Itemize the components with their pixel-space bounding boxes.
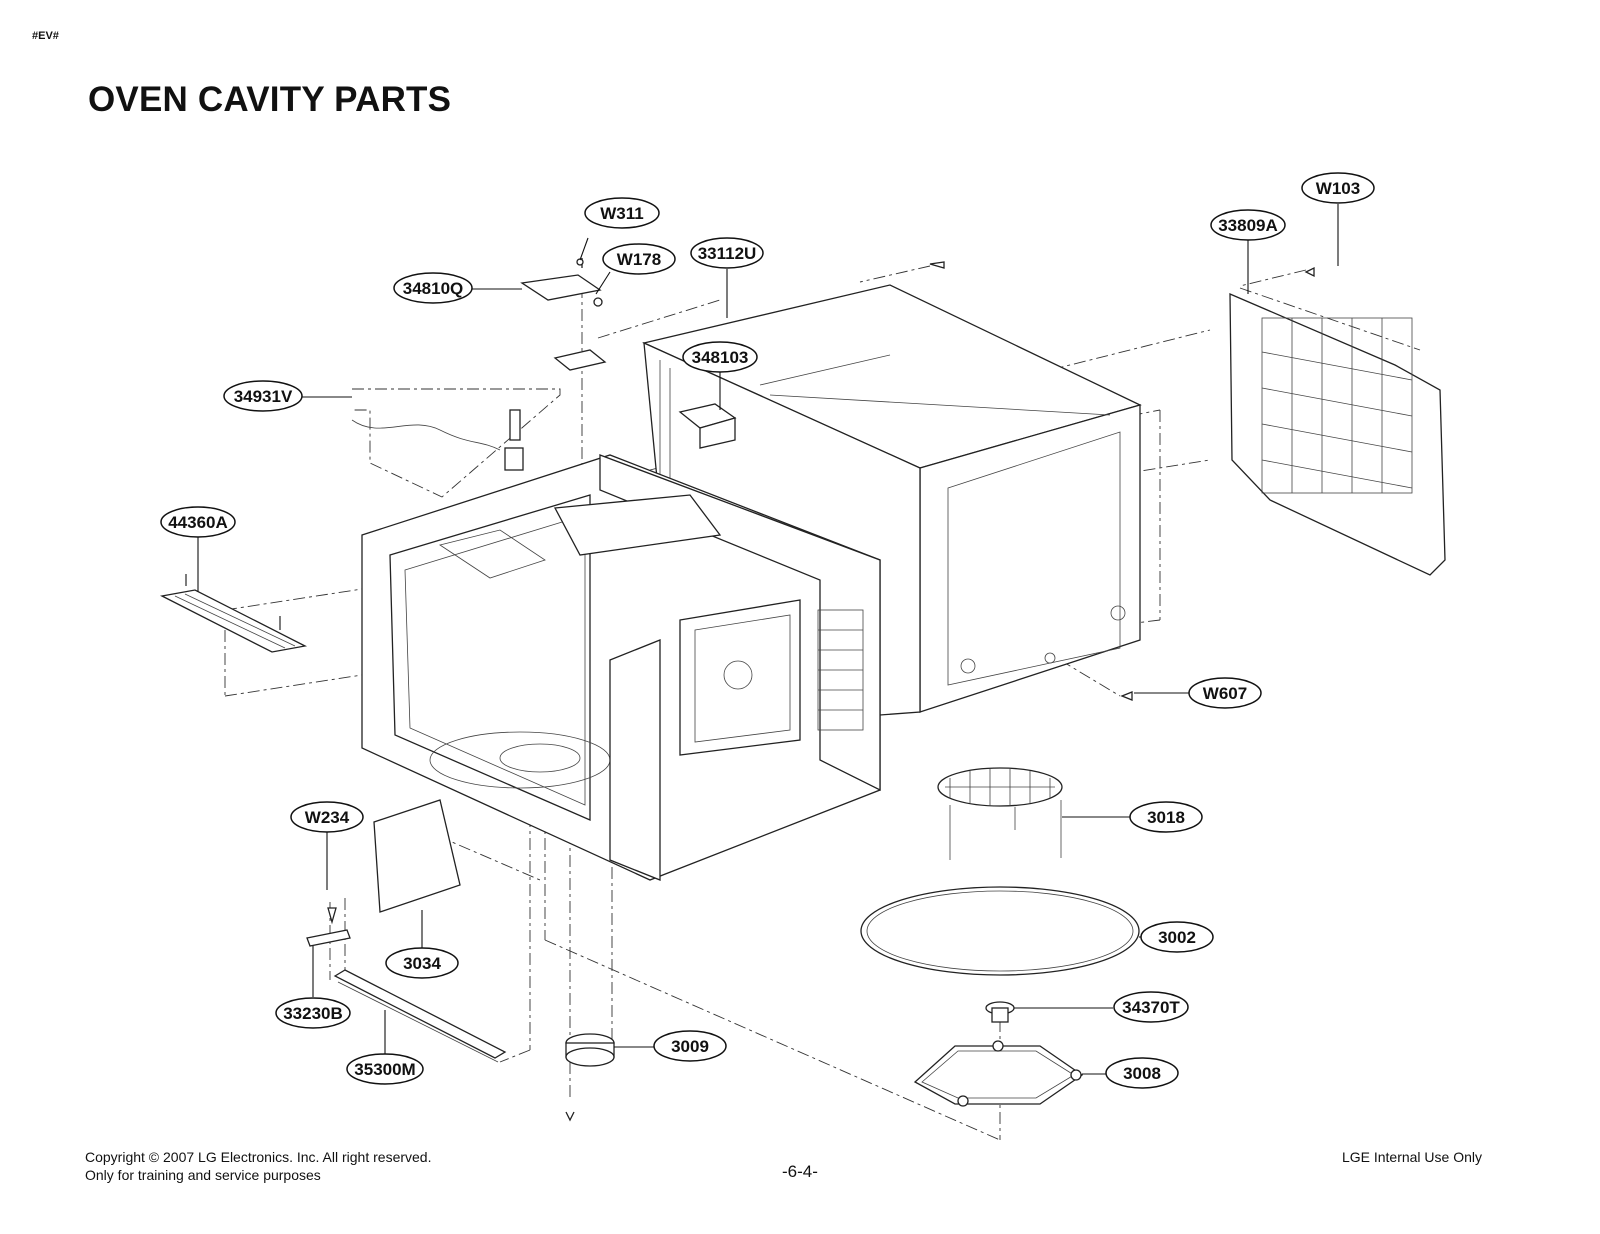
coupler-part [985, 1001, 1015, 1023]
screws [576, 258, 1315, 701]
rear-cover-vents [1261, 317, 1413, 494]
document-code: #EV# [32, 30, 59, 42]
callout-w178: W178 [595, 243, 676, 295]
callout-34370t-label: 34370T [1122, 998, 1180, 1017]
page-number: -6-4- [782, 1162, 818, 1181]
callout-3008-label: 3008 [1123, 1064, 1161, 1083]
callout-35300m: 35300M [346, 1010, 424, 1085]
callout-34810q-label: 34810Q [403, 279, 464, 298]
callout-33809a-label: 33809A [1218, 216, 1278, 235]
callout-w607-label: W607 [1203, 684, 1247, 703]
footer-left: Copyright © 2007 LG Electronics. Inc. Al… [85, 1148, 431, 1184]
callout-33112u: 33112U [690, 237, 764, 318]
callout-33112u-label: 33112U [698, 244, 757, 263]
heater-part [306, 907, 507, 1063]
callout-w103-label: W103 [1316, 179, 1360, 198]
callout-34810q: 34810Q [393, 272, 522, 304]
callout-33809a: 33809A [1210, 209, 1286, 294]
callout-3002-label: 3002 [1158, 928, 1196, 947]
callout-44360a: 44360A [160, 506, 236, 592]
callout-34370t: 34370T [1014, 991, 1189, 1023]
callout-35300m-label: 35300M [354, 1060, 415, 1079]
cavity-vent-mesh [817, 609, 864, 731]
glass-tray-part [860, 886, 1140, 976]
callout-348103-label: 348103 [692, 348, 749, 367]
page-title: OVEN CAVITY PARTS [88, 80, 452, 119]
callout-w607: W607 [1134, 677, 1262, 709]
callout-w178-label: W178 [617, 250, 661, 269]
motor-part [565, 1033, 615, 1122]
callout-3009: 3009 [614, 1030, 727, 1062]
bracket-348103-part [678, 403, 737, 449]
callout-w311: W311 [579, 197, 660, 261]
roller-ring-part [913, 1040, 1084, 1107]
callout-3002: 3002 [1139, 921, 1214, 953]
callout-3009-label: 3009 [671, 1037, 709, 1056]
footer-internal-use: LGE Internal Use Only [1341, 1149, 1482, 1165]
callout-34931v: 34931V [223, 380, 352, 412]
callout-33230b: 33230B [275, 946, 351, 1029]
footer-copyright: Copyright © 2007 LG Electronics. Inc. Al… [85, 1149, 432, 1165]
rear-cover-part [1229, 293, 1446, 576]
tray-44360a-part [159, 574, 308, 653]
callout-w234: W234 [290, 801, 364, 890]
callout-34931v-label: 34931V [234, 387, 293, 406]
callout-w311-label: W311 [600, 204, 643, 223]
callout-3034: 3034 [385, 910, 459, 979]
callout-3034-label: 3034 [403, 954, 441, 973]
callout-348103: 348103 [682, 341, 758, 410]
callout-33230b-label: 33230B [283, 1004, 343, 1023]
cover-3034-part [373, 799, 461, 913]
callout-3008: 3008 [1082, 1057, 1179, 1089]
harness-part [351, 388, 561, 498]
callout-44360a-label: 44360A [168, 513, 228, 532]
callout-w103: W103 [1301, 172, 1375, 266]
rack-part [937, 767, 1063, 860]
callout-3018-label: 3018 [1147, 808, 1185, 827]
oven-cavity-part [361, 454, 881, 881]
bracket-34810q-part [520, 258, 607, 371]
callout-w234-label: W234 [305, 808, 350, 827]
callout-3018: 3018 [1062, 801, 1203, 833]
footer-purpose: Only for training and service purposes [85, 1167, 321, 1183]
